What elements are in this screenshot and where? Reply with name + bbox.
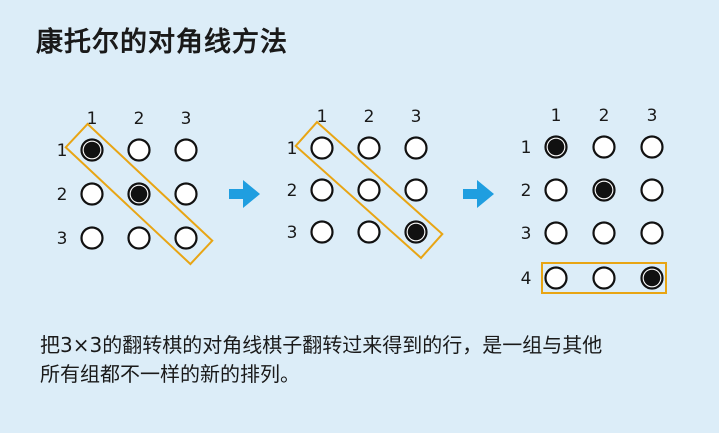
white-piece bbox=[174, 226, 198, 250]
panel-3-row-highlight bbox=[541, 262, 667, 294]
white-piece bbox=[640, 178, 664, 202]
white-piece bbox=[404, 136, 428, 160]
panel-3-row-label: 4 bbox=[521, 269, 532, 289]
panel-1-col-label: 2 bbox=[134, 109, 145, 129]
white-piece bbox=[127, 226, 151, 250]
black-piece-fill bbox=[407, 223, 425, 241]
panel-1-row-label: 2 bbox=[57, 185, 68, 205]
right-arrow-icon bbox=[229, 180, 260, 208]
panel-3-row-label: 2 bbox=[521, 181, 532, 201]
panel-2-row-label: 1 bbox=[287, 139, 298, 159]
panel-3-row-label: 1 bbox=[521, 138, 532, 158]
panel-2-col-label: 1 bbox=[317, 107, 328, 127]
white-piece bbox=[592, 221, 616, 245]
panel-3-row-label: 3 bbox=[521, 224, 532, 244]
panel-1-col-label: 1 bbox=[87, 109, 98, 129]
white-piece bbox=[310, 178, 334, 202]
panel-3-col-label: 1 bbox=[551, 106, 562, 126]
panel-2-row-label: 3 bbox=[287, 223, 298, 243]
black-piece-fill bbox=[547, 138, 565, 156]
white-piece bbox=[544, 266, 568, 290]
right-arrow-icon bbox=[463, 180, 494, 208]
white-piece bbox=[174, 182, 198, 206]
panel-1-diagonal-highlight bbox=[64, 122, 214, 266]
white-piece bbox=[544, 178, 568, 202]
black-piece-fill bbox=[595, 181, 613, 199]
panel-1-row-label: 3 bbox=[57, 229, 68, 249]
caption-line-2: 所有组都不一样的新的排列。 bbox=[40, 362, 300, 386]
white-piece bbox=[357, 136, 381, 160]
white-piece bbox=[592, 135, 616, 159]
page-title: 康托尔的对角线方法 bbox=[36, 27, 288, 58]
panel-1-col-label: 3 bbox=[181, 109, 192, 129]
white-piece bbox=[357, 220, 381, 244]
panel-2-diagonal-highlight bbox=[294, 120, 444, 260]
white-piece bbox=[80, 182, 104, 206]
white-piece bbox=[127, 138, 151, 162]
white-piece bbox=[592, 266, 616, 290]
black-piece-fill bbox=[83, 141, 101, 159]
white-piece bbox=[174, 138, 198, 162]
panel-2-col-label: 2 bbox=[364, 107, 375, 127]
panel-1-row-label: 1 bbox=[57, 141, 68, 161]
caption: 把3×3的翻转棋的对角线棋子翻转过来得到的行，是一组与其他 所有组都不一样的新的… bbox=[40, 331, 680, 389]
white-piece bbox=[640, 221, 664, 245]
white-piece bbox=[357, 178, 381, 202]
black-piece-fill bbox=[130, 185, 148, 203]
white-piece bbox=[310, 220, 334, 244]
white-piece bbox=[544, 221, 568, 245]
black-piece-fill bbox=[643, 269, 661, 287]
white-piece bbox=[404, 178, 428, 202]
white-piece bbox=[310, 136, 334, 160]
panel-3-col-label: 3 bbox=[647, 106, 658, 126]
caption-line-1: 把3×3的翻转棋的对角线棋子翻转过来得到的行，是一组与其他 bbox=[40, 333, 603, 357]
white-piece bbox=[640, 135, 664, 159]
panel-2-row-label: 2 bbox=[287, 181, 298, 201]
panel-2-col-label: 3 bbox=[411, 107, 422, 127]
panel-3-col-label: 2 bbox=[599, 106, 610, 126]
white-piece bbox=[80, 226, 104, 250]
